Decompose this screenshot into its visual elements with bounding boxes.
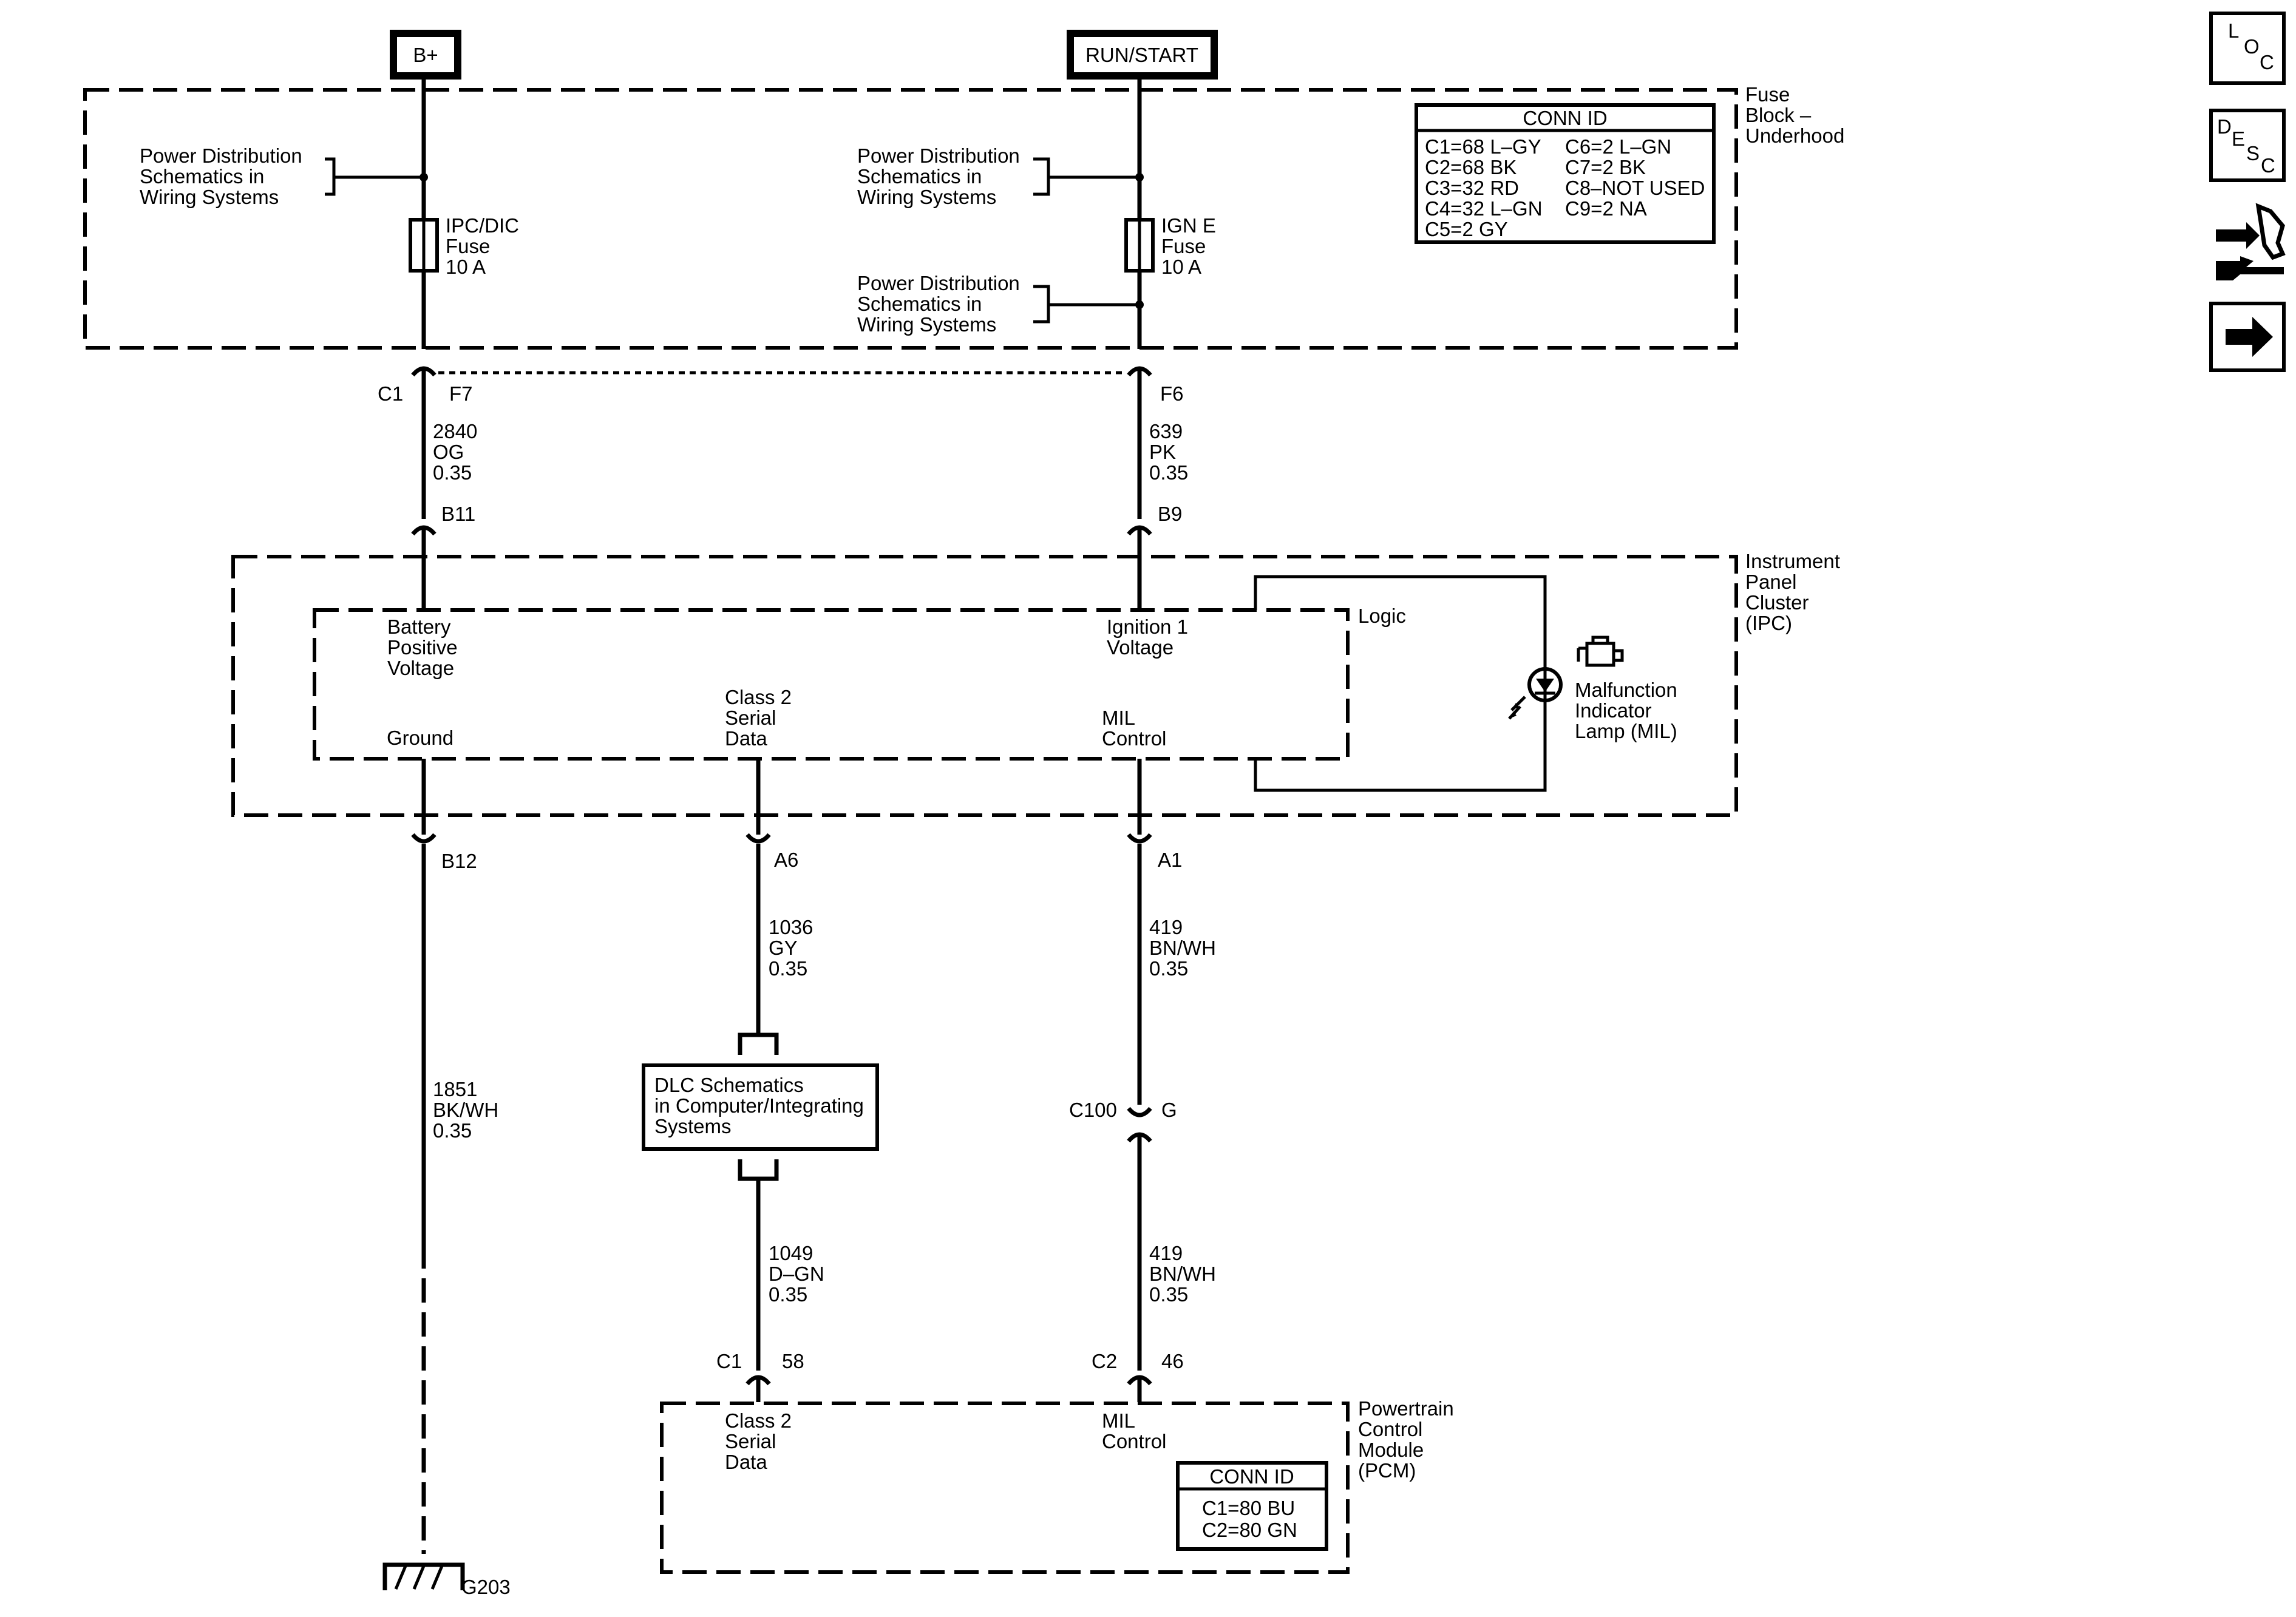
connector-wrench-icon[interactable] [2216,203,2286,280]
run-start-label: RUN/START [1085,44,1198,66]
arrow-right-icon [2226,317,2273,357]
svg-text:L: L [2228,19,2239,42]
svg-text:C1=80 BU C2=80 GN: C1=80 BU C2=80 GN [1202,1497,1300,1541]
fuse-block-label: Fuse Block – Underhood [1745,83,1844,147]
svg-text:C6=2 L–GN C7=2 BK: C6=2 L–GN C7=2 BK C8–NOT USED C9=2 NA [1565,135,1711,220]
engine-icon [1577,636,1624,667]
connector-b12: B12 [411,833,477,872]
ipc-logic-boundary [313,608,1350,761]
svg-text:Power Distribution Schem: Power Distribution Schematics in Wiring … [857,272,1025,336]
svg-text:F6: F6 [1160,382,1184,405]
svg-text:D: D [2217,115,2232,138]
wire-419-lower-label: 419 BN/WH 0.35 [1149,1242,1221,1306]
connector-pcm-c2-46: C2 46 [1092,1350,1184,1402]
dlc-reference-box: DLC Schematics in Computer/Integrating S… [642,1063,879,1151]
svg-text:C1: C1 [378,382,403,405]
pcm-boundary [660,1402,1350,1574]
pcm-label: Powertrain Control Module (PCM) [1358,1397,1459,1482]
ipc-dic-fuse: IPC/DIC Fuse 10 A [409,214,525,278]
svg-text:Malfunction Indicator: Malfunction Indicator Lamp (MIL) [1575,679,1683,742]
power-distribution-ref-right-top: Power Distribution Schematics in Wiring … [857,144,1144,208]
svg-text:A1: A1 [1158,849,1182,871]
wire-2840-label: 2840 OG 0.35 [433,420,483,484]
svg-text:G203: G203 [461,1576,511,1598]
connector-a1: A1 [1127,833,1182,871]
dlc-connector-top [738,1032,779,1055]
mil-lamp-circuit: Malfunction Indicator Lamp (MIL) [1254,575,1683,792]
svg-text:CONN ID: CONN ID [1523,107,1607,129]
wire-419-upper-label: 419 BN/WH 0.35 [1149,916,1221,980]
fuse-block-conn-id-table: CONN ID C1=68 L–GY C2=68 BK C3=32 RD C4=… [1415,103,1716,244]
ign-e-fuse: IGN E Fuse 10 A [1124,214,1221,278]
ipc-class2-label: Class 2 Serial Data [725,686,797,750]
svg-text:CONN ID: CONN ID [1209,1465,1294,1488]
ground-g203-icon: G203 [382,1562,511,1598]
logic-label: Logic [1358,605,1406,627]
ipc-mil-control-label: MIL Control [1102,707,1166,750]
svg-text:58: 58 [782,1350,804,1372]
svg-text:C1=68 L–GY C2=68 BK: C1=68 L–GY C2=68 BK C3=32 RD C4=32 L–GN … [1425,135,1548,240]
connector-pcm-c1-58: C1 58 [716,1350,804,1402]
svg-text:F7: F7 [449,382,473,405]
desc-button[interactable]: D E S C [2209,109,2286,182]
ipc-boundary [231,555,1738,817]
svg-text:C2: C2 [1092,1350,1117,1372]
svg-text:B12: B12 [441,850,477,872]
connector-a6: A6 [746,833,798,871]
svg-text:IPC/DIC Fuse 10 A: IPC/DIC Fuse 10 A [446,214,525,278]
connector-c100: C100 G [1069,1099,1177,1143]
wire-639-label: 639 PK 0.35 [1149,420,1188,484]
svg-text:C: C [2261,154,2275,177]
svg-text:Power Distribution Schem: Power Distribution Schematics in Wiring … [140,144,308,208]
b-plus-label: B+ [413,44,438,66]
svg-text:DLC Schematics in Comput: DLC Schematics in Computer/Integrating S… [654,1074,869,1137]
wire-1049-label: 1049 D–GN 0.35 [769,1242,830,1306]
svg-text:B11: B11 [441,503,475,525]
svg-text:B9: B9 [1158,503,1182,525]
ground-label: Ground [387,727,453,749]
pcm-mil-control-label: MIL Control [1102,1409,1166,1453]
ipc-label: Instrument Panel Cluster (IPC) [1745,550,1846,634]
svg-text:C100: C100 [1069,1099,1117,1121]
svg-text:46: 46 [1161,1350,1184,1372]
svg-text:S: S [2246,142,2260,164]
connector-b9: B9 [1127,503,1182,610]
dlc-connector-bottom [738,1159,779,1181]
svg-text:E: E [2232,127,2245,150]
battery-positive-voltage-label: Battery Positive Voltage [387,615,463,679]
svg-text:A6: A6 [774,849,798,871]
svg-text:O: O [2244,35,2260,58]
svg-text:G: G [1161,1099,1177,1121]
run-start-source: RUN/START [1067,30,1218,80]
svg-text:Power Distribution Schem: Power Distribution Schematics in Wiring … [857,144,1025,208]
connector-c1-f7: C1 F7 [378,366,473,519]
loc-button[interactable]: L O C [2209,12,2286,85]
svg-text:C1: C1 [716,1350,742,1372]
svg-text:IGN E Fuse 10 A: IGN E Fuse 10 A [1161,214,1221,278]
power-distribution-ref-right-bottom: Power Distribution Schematics in Wiring … [857,272,1144,336]
pcm-class2-label: Class 2 Serial Data [725,1409,797,1473]
connector-b11: B11 [411,503,475,610]
connector-f6: F6 [1127,366,1184,519]
wire-1036-label: 1036 GY 0.35 [769,916,819,980]
svg-text:C: C [2260,51,2274,73]
fuse-block-boundary [83,88,1738,350]
pcm-conn-id-table: CONN ID C1=80 BU C2=80 GN [1176,1461,1328,1551]
wire-1851-label: 1851 BK/WH 0.35 [433,1078,504,1142]
power-distribution-ref-left: Power Distribution Schematics in Wiring … [140,144,428,208]
ignition-voltage-label: Ignition 1 Voltage [1107,615,1194,659]
next-arrow-button[interactable] [2209,302,2286,372]
b-plus-source: B+ [390,30,461,80]
